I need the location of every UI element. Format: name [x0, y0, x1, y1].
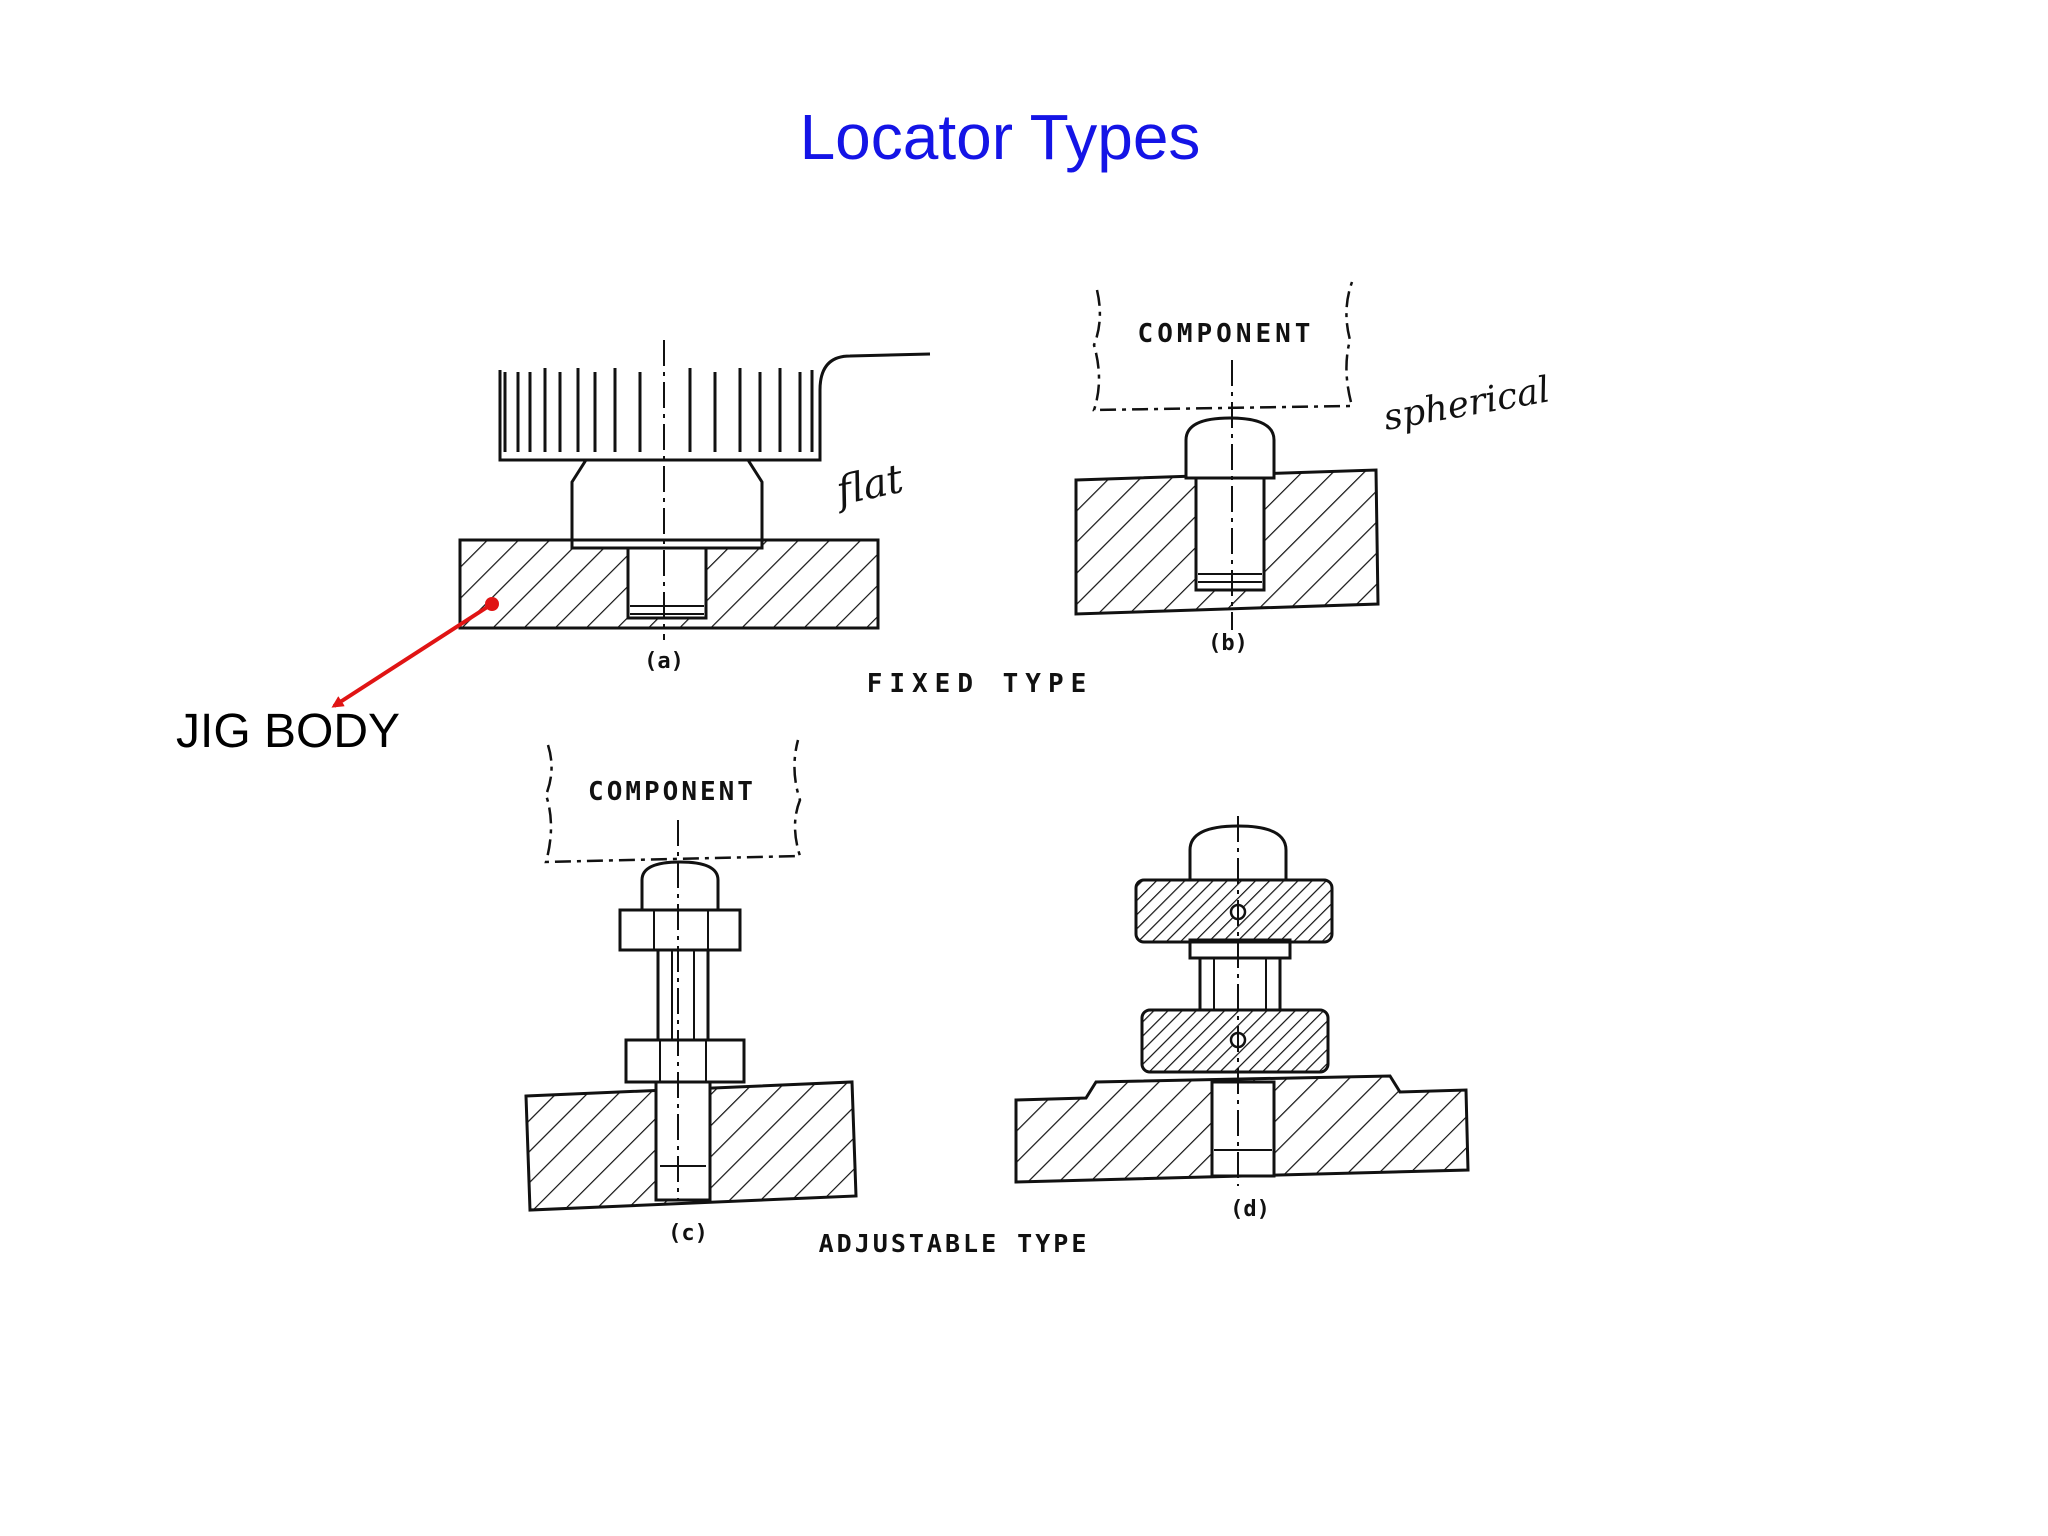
- figure-c: COMPONENT (c): [524, 739, 858, 1246]
- jig-body-callout-arrow: [331, 597, 499, 708]
- figure-c-hex-nut: [618, 908, 742, 952]
- figure-b-component-label: COMPONENT: [1138, 319, 1315, 349]
- figure-c-component-label: COMPONENT: [588, 777, 756, 807]
- figure-b-note: spherical: [1380, 369, 1552, 439]
- figure-d-caption: (d): [1230, 1197, 1270, 1222]
- figure-c-caption: (c): [668, 1221, 708, 1246]
- figure-c-lock-nut: [624, 1038, 746, 1084]
- figure-b-spherical-pin: [1184, 416, 1276, 480]
- jig-body-label: JIG BODY: [176, 705, 401, 758]
- figure-a-note: flat: [830, 456, 909, 516]
- figure-a-knurled-head: [498, 352, 931, 462]
- figure-b-caption: (b): [1208, 631, 1248, 656]
- figure-c-component-outline: [544, 739, 802, 864]
- fixed-type-label: FIXED TYPE: [867, 669, 1094, 699]
- figure-a-caption: (a): [644, 649, 684, 674]
- figure-c-adjustable-stud: [654, 1078, 712, 1202]
- slide-title: Locator Types: [799, 101, 1201, 173]
- figure-a-locator-pin: [570, 458, 764, 550]
- figure-b: COMPONENT (b) spherical: [1074, 281, 1553, 656]
- adjustable-type-label: ADJUSTABLE TYPE: [819, 1229, 1090, 1258]
- figure-a: (a) flat: [458, 340, 931, 674]
- figure-d: (d): [1014, 816, 1470, 1222]
- figure-c-domed-head: [640, 860, 720, 912]
- figure-b-component-outline: [1092, 281, 1354, 412]
